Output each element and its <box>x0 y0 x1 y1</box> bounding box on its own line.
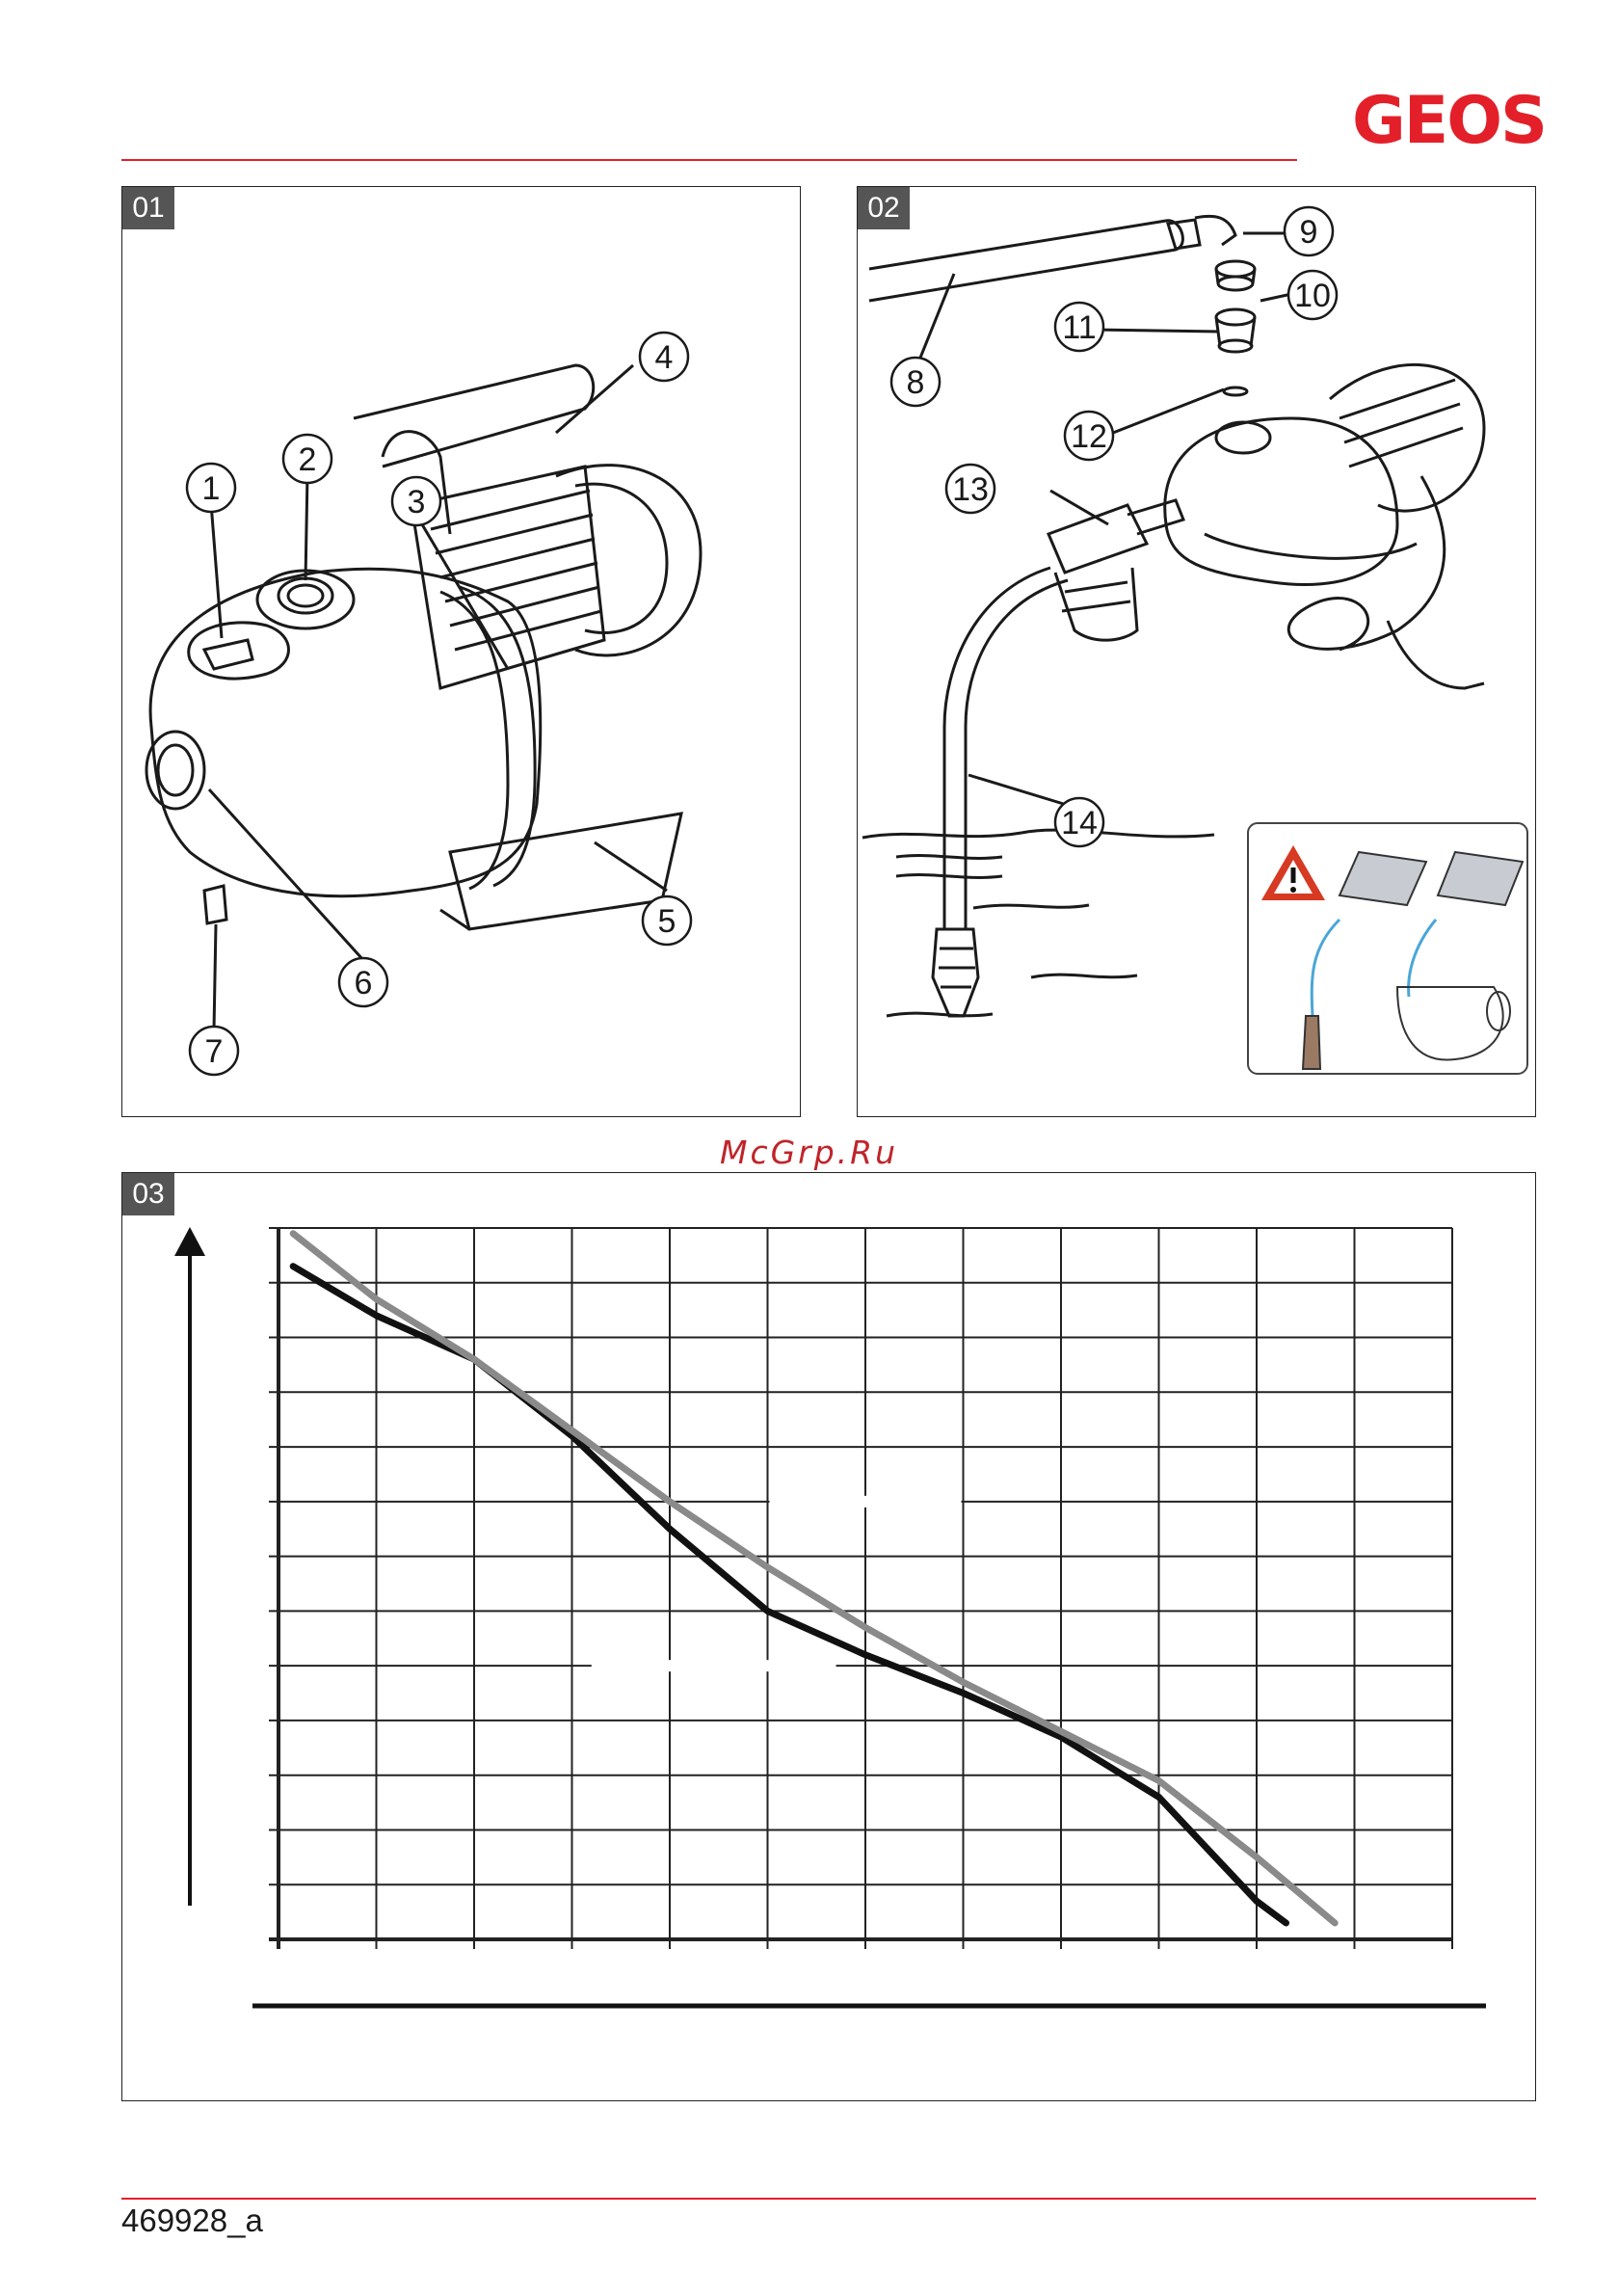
panel-01: 01 <box>121 186 801 1117</box>
header-rule <box>121 159 1297 161</box>
footer-rule <box>121 2198 1536 2200</box>
y-axis-arrow-head <box>174 1227 205 1256</box>
installation-illustration: 8 9 10 11 12 13 14 <box>858 187 1537 1118</box>
pump-illustration: 1 2 3 4 5 6 7 <box>122 187 802 1118</box>
callout-12: 12 <box>1071 418 1107 455</box>
callout-2: 2 <box>299 441 317 478</box>
warning-inset <box>1248 823 1527 1074</box>
performance-chart <box>122 1173 1537 2102</box>
panel-03: 03 <box>121 1172 1536 2101</box>
callout-8: 8 <box>907 364 925 401</box>
label-gap <box>770 1496 962 1508</box>
document-number: 469928_a <box>121 2203 263 2239</box>
callout-6: 6 <box>355 965 373 1001</box>
callouts-01: 1 2 3 4 5 6 7 <box>187 333 691 1075</box>
callout-13: 13 <box>952 471 989 508</box>
callout-9: 9 <box>1300 214 1318 251</box>
panel-02: 02 <box>857 186 1536 1117</box>
callout-1: 1 <box>202 470 221 507</box>
callout-11: 11 <box>1062 309 1096 346</box>
brand-logo: GEOS <box>1314 83 1546 160</box>
callout-4: 4 <box>655 339 674 376</box>
series-line-1 <box>293 1267 1286 1923</box>
callout-14: 14 <box>1061 805 1098 841</box>
label-gap <box>592 1660 836 1671</box>
callout-7: 7 <box>205 1033 224 1070</box>
callout-10: 10 <box>1294 278 1331 314</box>
callout-3: 3 <box>408 484 426 521</box>
callouts-02: 8 9 10 11 12 13 14 <box>891 207 1337 846</box>
watermark: McGrp.Ru <box>0 1134 1618 1171</box>
callout-5: 5 <box>658 903 676 940</box>
